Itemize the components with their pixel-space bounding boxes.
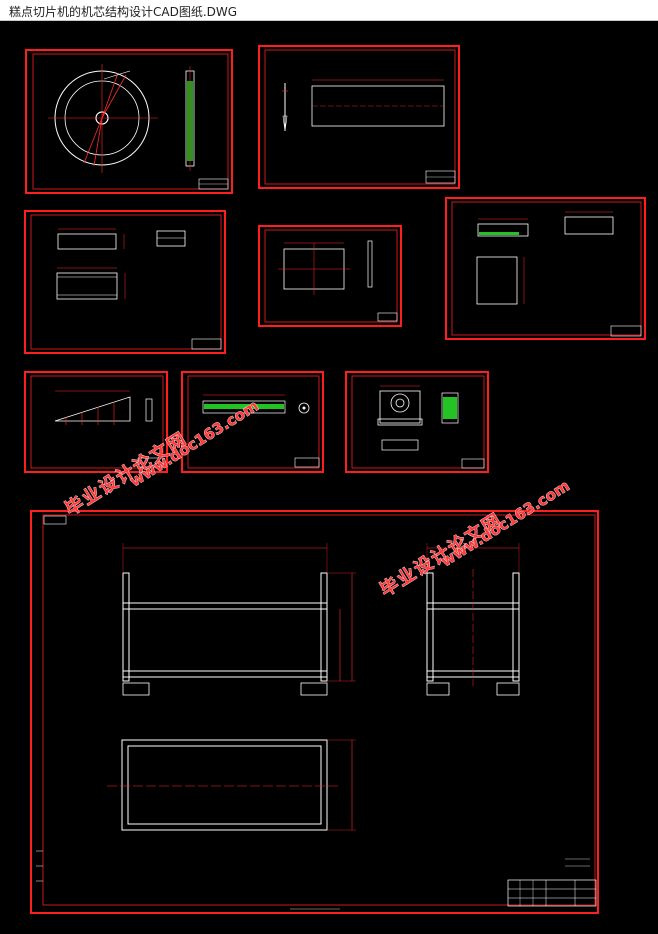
sheet-bearing-seat[interactable]: [345, 371, 489, 473]
sheet-frame-assembly[interactable]: [30, 510, 599, 914]
sheet-rod[interactable]: [181, 371, 324, 473]
watermark: 毕业设计论文网 www.doc163.com 毕业设计论文网 www.doc16…: [61, 396, 573, 601]
sheet-board[interactable]: [258, 225, 402, 327]
sheet-beam[interactable]: [445, 197, 646, 340]
watermark-text-url: www.doc163.com: [438, 477, 573, 571]
cad-drawing: 毕业设计论文网 www.doc163.com 毕业设计论文网 www.doc16…: [24, 45, 646, 914]
window-title: 糕点切片机的机芯结构设计CAD图纸.DWG: [9, 5, 238, 19]
sheet-shaft[interactable]: [258, 45, 460, 189]
watermark-text-url: www.doc163.com: [127, 397, 262, 491]
watermark-text-cn: 毕业设计论文网: [61, 427, 191, 520]
cad-drawing-canvas[interactable]: 毕业设计论文网 www.doc163.com 毕业设计论文网 www.doc16…: [0, 21, 658, 934]
sheet-blade-disc[interactable]: [25, 49, 233, 194]
window-titlebar: 糕点切片机的机芯结构设计CAD图纸.DWG: [0, 0, 658, 21]
sheet-wedge[interactable]: [24, 371, 168, 473]
sheet-plates[interactable]: [24, 210, 226, 354]
